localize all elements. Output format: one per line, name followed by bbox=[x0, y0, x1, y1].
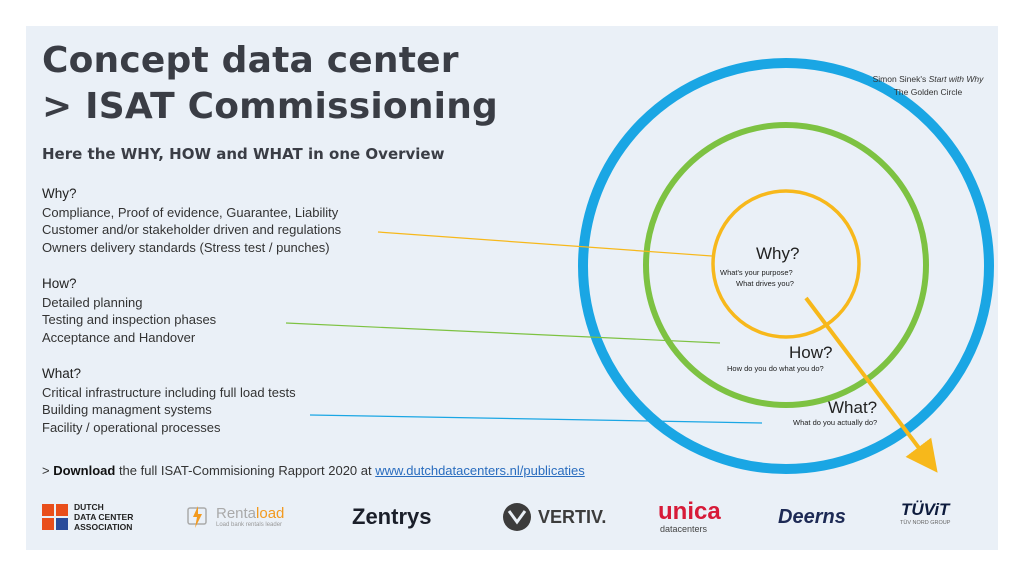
golden-circle-credit: Simon Sinek's Start with Why The Golden … bbox=[858, 73, 998, 99]
dda-logo-mark bbox=[42, 504, 68, 530]
what-circle-label: What? bbox=[828, 398, 878, 417]
what-circle-sub: What do you actually do? bbox=[793, 418, 878, 427]
unica-logo: unica datacenters bbox=[658, 498, 721, 535]
vertiv-icon bbox=[503, 503, 531, 531]
why-circle-label: Why? bbox=[756, 244, 800, 263]
what-item: Critical infrastructure including full l… bbox=[42, 384, 296, 400]
zentrys-logo: Zentrys bbox=[352, 504, 432, 529]
download-text: the full ISAT-Commisioning Rapport 2020 … bbox=[115, 463, 376, 478]
center-arrow bbox=[804, 296, 938, 473]
rentaload-icon bbox=[187, 506, 207, 528]
page-title: Concept data center > ISAT Commissioning bbox=[42, 38, 498, 130]
what-connector-line bbox=[309, 414, 763, 424]
how-item: Detailed planning bbox=[42, 294, 143, 310]
what-item: Building managment systems bbox=[42, 402, 212, 417]
tuvit-text: TÜViT bbox=[900, 500, 950, 519]
middle-ring-how bbox=[643, 122, 929, 408]
rentaload-text-b: load bbox=[256, 505, 285, 522]
dda-logo: DUTCH DATA CENTER ASSOCIATION bbox=[42, 500, 133, 534]
how-circle-sub: How do you do what you do? bbox=[727, 364, 824, 373]
rentaload-logo: Rentaload Load bank rentals leader bbox=[186, 500, 284, 534]
download-link[interactable]: www.dutchdatacenters.nl/publicaties bbox=[375, 463, 585, 478]
how-circle-label: How? bbox=[789, 343, 833, 362]
why-item: Compliance, Proof of evidence, Guarantee… bbox=[42, 204, 339, 220]
how-item: Acceptance and Handover bbox=[42, 329, 196, 345]
dda-text-2: DATA CENTER bbox=[74, 512, 134, 522]
title-line-2: > ISAT Commissioning bbox=[42, 86, 498, 127]
dda-text-1: DUTCH bbox=[74, 502, 104, 512]
why-item: Owners delivery standards (Stress test /… bbox=[42, 239, 330, 255]
why-circle-sub-2: What drives you? bbox=[736, 279, 794, 288]
why-section: Why? Compliance, Proof of evidence, Guar… bbox=[42, 185, 341, 256]
how-connector-line bbox=[285, 322, 721, 344]
why-connector-line bbox=[377, 231, 713, 257]
what-heading: What? bbox=[42, 366, 82, 381]
rentaload-tagline: Load bank rentals leader bbox=[216, 522, 283, 528]
credit-prefix: Simon Sinek's bbox=[872, 74, 929, 84]
outer-ring-what bbox=[578, 58, 994, 474]
deerns-logo: Deerns bbox=[778, 505, 846, 528]
how-heading: How? bbox=[42, 276, 77, 291]
how-item: Testing and inspection phases bbox=[42, 312, 217, 327]
why-item: Customer and/or stakeholder driven and r… bbox=[42, 222, 342, 237]
what-item: Facility / operational processes bbox=[42, 419, 221, 435]
how-section: How? Detailed planning Testing and inspe… bbox=[42, 275, 216, 346]
unica-text: unica bbox=[658, 498, 721, 525]
download-bold: Download bbox=[53, 463, 116, 478]
vertiv-logo: VERTIV. bbox=[502, 500, 606, 534]
inner-ring-why bbox=[711, 189, 861, 339]
download-prefix: > bbox=[42, 463, 54, 478]
what-section: What? Critical infrastructure including … bbox=[42, 365, 296, 436]
title-line-1: Concept data center bbox=[42, 40, 459, 81]
download-line: > Download the full ISAT-Commisioning Ra… bbox=[42, 463, 585, 478]
credit-line-2: The Golden Circle bbox=[893, 87, 963, 97]
vertiv-text: VERTIV. bbox=[538, 506, 607, 527]
tuvit-subtext: TÜV NORD GROUP bbox=[900, 520, 951, 526]
why-heading: Why? bbox=[42, 186, 77, 201]
page-subtitle: Here the WHY, HOW and WHAT in one Overvi… bbox=[42, 145, 445, 163]
credit-book-title: Start with Why bbox=[928, 74, 984, 84]
unica-subtext: datacenters bbox=[660, 524, 708, 534]
tuvit-logo: TÜViT TÜV NORD GROUP bbox=[900, 500, 950, 534]
rentaload-text-a: Renta bbox=[216, 505, 257, 522]
why-circle-sub-1: What's your purpose? bbox=[720, 268, 793, 277]
dda-text-3: ASSOCIATION bbox=[74, 522, 133, 532]
